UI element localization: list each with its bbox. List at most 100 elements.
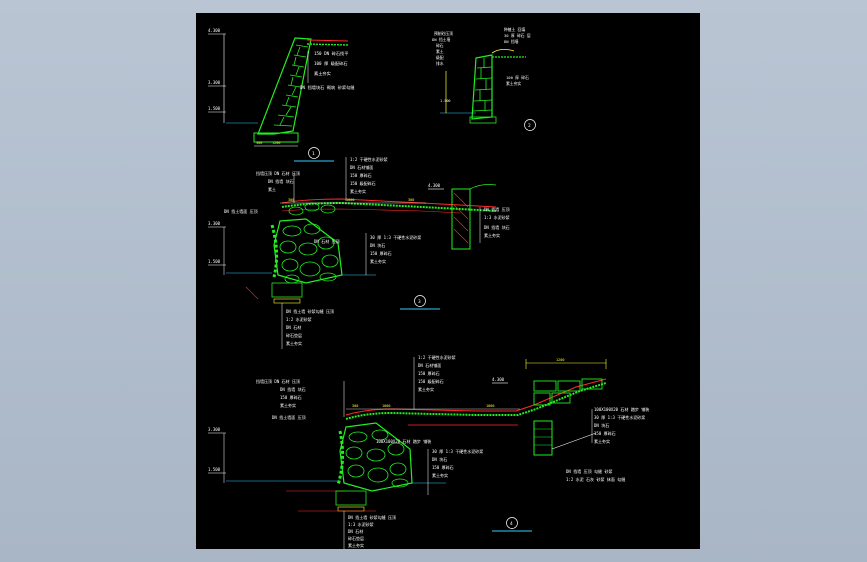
detail4-note: 素土夯实 [418,386,434,392]
detail2-note: 素土 [436,49,444,54]
stone-steps [533,378,603,406]
detail2-note: 素土夯实 [506,81,521,86]
detail3-note: DN 石材铺面 [350,164,373,170]
detail3-note: 150 厚碎石 [350,172,372,178]
cap-stones [288,202,336,216]
detail4-callout: DN 挡墙 块石 [280,386,306,392]
drawing-sheet[interactable]: 4.300 3.300 1.500 300 1200 [196,13,700,549]
detail3-note: 素土夯实 [370,258,386,264]
paving-layer [345,378,607,416]
detail3-note: 1:3 水泥砂浆 [484,214,510,220]
planting-curve [469,184,497,190]
detail4-note: DN 块石 [432,456,447,462]
detail3-note: 150 厚碎石 [370,250,392,256]
elevation-label: 3.300 [208,221,221,226]
detail3-note: DN 挡墙 块石 [484,224,510,230]
detail3-callout: DN 挡墙 块石 [268,178,294,184]
detail-marker-4[interactable] [506,517,518,529]
wall-face [270,224,279,278]
detail-marker-1[interactable] [308,147,320,159]
gravel-layer [345,382,607,420]
leader-line [245,286,259,300]
detail4-note: DN 石材 [348,528,363,534]
gravel-layer [306,43,349,46]
detail4-note: 1:3 水泥砂浆 [348,521,374,527]
detail4-note: DN 石材铺面 [418,362,441,368]
detail4-note: DN 挡墙 压顶 勾缝 砂浆 [566,468,612,474]
detail4-note: 素土夯实 [594,438,610,444]
detail-marker-label: 2 [528,123,531,129]
detail2-note: 预制砼压顶 [434,31,453,36]
dimension-label: 1000 [346,198,354,202]
detail3-note: 30 厚 1:3 干硬性水泥砂浆 [370,234,421,240]
planting-curve [491,49,515,54]
dimension-label: 1200 [272,141,280,145]
dimension-label: 1000 [486,404,494,408]
dimension-label: 1000 [382,404,390,408]
detail4-note: DN 块石 [594,422,609,428]
dimension-label: 300 [408,198,414,202]
stone-wall-outline [339,422,413,492]
detail2-note: DN 挡墙 [504,39,519,44]
detail3-note: 素土夯实 [350,188,366,194]
elevation-label: 4.300 [428,183,441,188]
detail-marker-label: 4 [510,521,513,527]
detail4-note: 碎石垫层 [348,535,364,541]
elevation-label: 1.500 [208,467,221,472]
stone-wall-blocks [472,58,493,112]
elevation-label: 3.300 [208,80,221,85]
detail3-note: 碎石垫层 [286,332,302,338]
slope-line [551,432,597,450]
foundation [253,132,299,143]
detail-1-section: 4.300 3.300 1.500 300 1200 [208,28,355,162]
gravel-layer [281,201,497,212]
detail-marker-2[interactable] [524,119,536,131]
detail4-note: 素土夯实 [432,472,448,478]
detail4-note: 1:2 干硬性水泥砂浆 [418,354,456,360]
detail-3-section: 4.300 3.300 1.500 300 1000 300 1:2 干硬性水泥… [208,156,510,349]
detail3-note: 1:2 水泥砂浆 [286,316,312,322]
dimension-label: 300 [352,404,358,408]
detail2-note: 30 厚 碎石 层 [504,33,531,38]
stone-wall-blocks [279,223,339,284]
elevation-label: 4.300 [208,28,221,33]
right-wall [451,188,471,250]
dimension-label: 300 [288,198,294,202]
detail3-callout: 素土 [268,186,276,192]
detail4-note: 30 厚 1:3 干硬性水泥砂浆 [594,414,645,420]
paving-layer [306,39,349,42]
detail2-note: DN 挡土墙 [432,37,450,42]
detail3-note: 素土夯实 [484,232,500,238]
base-layer [281,208,461,214]
detail-marker-3[interactable] [414,295,426,307]
detail1-note: 100 厚 级配碎石 [314,60,348,67]
detail2-note: 100 厚 碎石 [506,75,529,80]
detail-4-section: 1200 [208,354,649,549]
detail-marker-label: 1 [312,151,315,157]
detail3-callout: DN 挡土墙面 压顶 [224,208,258,214]
elevation-label: 3.300 [208,427,221,432]
elevation-label: 4.300 [492,377,505,382]
detail4-note: 150 级配碎石 [418,378,444,384]
detail-marker-label: 3 [418,299,421,305]
elevation-label: 1.500 [208,106,221,111]
detail3-note: DN 石材 [286,324,301,330]
detail4-note: 30 厚 1:3 干硬性水泥砂浆 [432,448,483,454]
dimension-label: 300 [256,141,262,145]
detail1-note: DN 挡墙块石 砌筑 砂浆勾缝 [300,84,355,91]
stone-wall-blocks [345,429,409,488]
foundation [469,116,497,124]
detail4-callout: 150 厚碎石 [280,394,302,400]
detail4-note: DN 挡土墙 砂浆勾缝 压顶 [348,514,396,520]
detail3-note: DN 块石 [370,242,385,248]
elevation-label: 1.500 [208,259,221,264]
foundation [335,490,367,506]
detail4-callout: 挡墙压顶 DN 石材 压顶 [256,378,300,384]
detail4-note: 150 厚碎石 [594,430,616,436]
detail4-note: 150 厚碎石 [432,464,454,470]
cad-drawing: 4.300 3.300 1.500 300 1200 [208,27,649,549]
detail4-note: 1:2 水泥 石灰 砂浆 抹面 勾缝 [566,476,625,482]
detail3-note: DN 石材 压顶 [314,238,340,244]
detail2-note: 种植土 回填 [504,27,525,32]
